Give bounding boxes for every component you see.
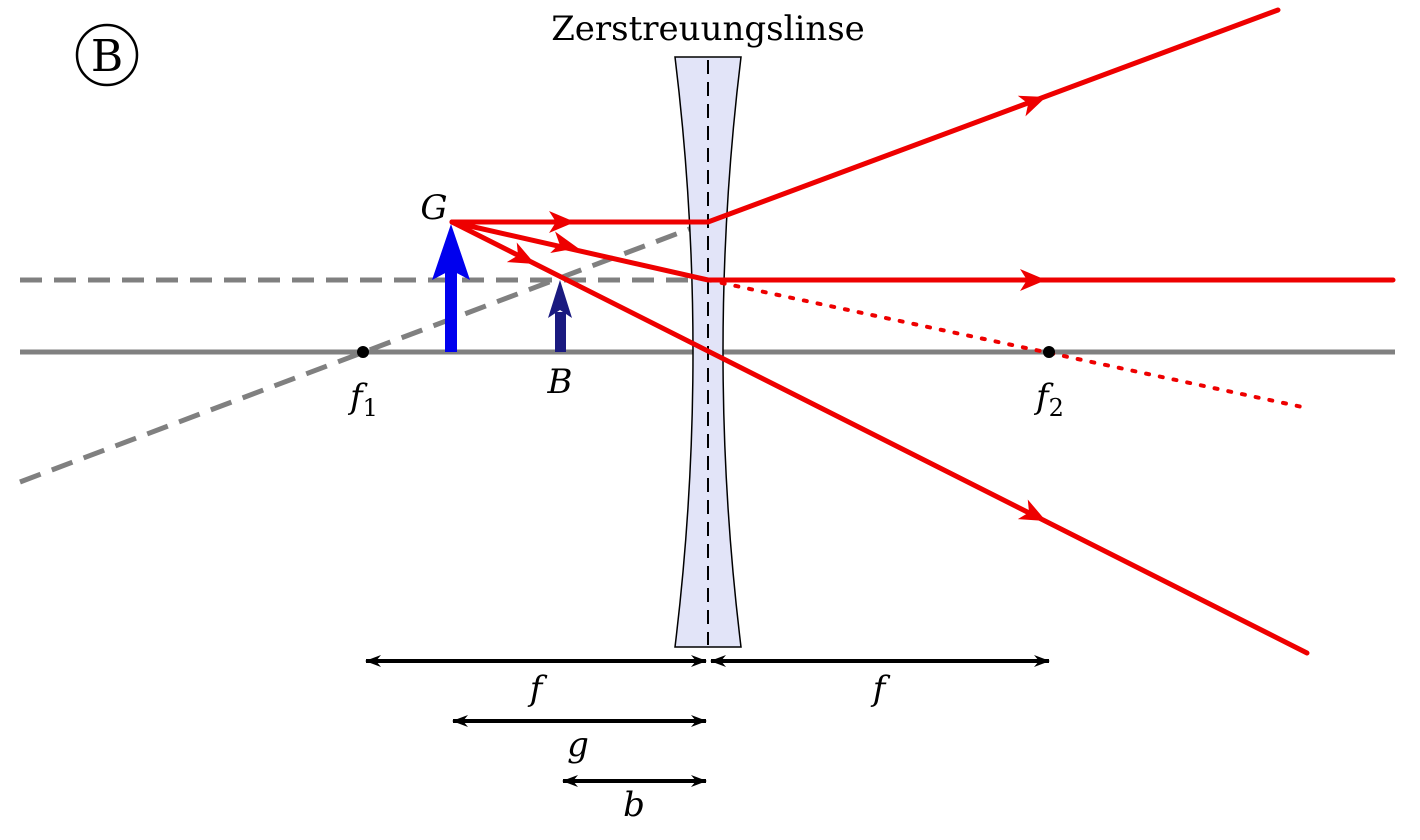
ray-arrowhead [1020,269,1046,291]
focal-label-left-sub: 1 [363,394,378,422]
virtual-ray-extension [19,219,709,485]
image-arrow [548,280,572,352]
ray-arrowheads [506,95,1046,521]
dimension-f-left-label: f [527,669,548,709]
parallel-ray [449,7,1281,225]
dimension-b-label: b [623,785,645,825]
dimension-arrows [365,655,1050,787]
focal-label-left: f1 [347,377,378,422]
focal-label-right: f2 [1033,377,1064,422]
ray-arrowhead [550,231,578,254]
focal-point-left [357,346,369,358]
badge-letter: B [91,31,123,82]
object-arrow [432,224,470,352]
ray-arrowhead [506,242,535,264]
focal-ray [449,219,1396,283]
dimension-f-right-label: f [870,669,891,709]
badge: B [75,23,139,87]
lens-title: Zerstreuungslinse [551,9,865,49]
focal-point-right [1043,346,1055,358]
ray-arrowhead [1017,95,1046,117]
focal-label-right-sub: 2 [1049,394,1064,422]
central-ray [449,219,1310,656]
image-label: B [547,362,573,402]
ray-arrowhead [549,211,575,233]
dimension-g-label: g [567,725,589,765]
object-label: G [420,188,447,228]
ray-group [449,7,1396,656]
focal-ray-extension [706,278,1309,410]
ray-arrowhead [1017,499,1046,521]
